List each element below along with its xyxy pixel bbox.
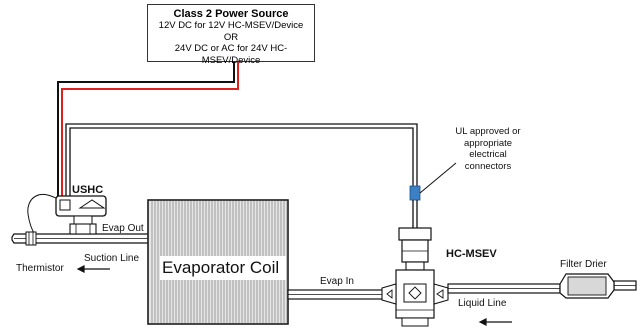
evaporator-coil-label: Evaporator Coil: [160, 256, 286, 280]
electrical-connector: [409, 185, 421, 201]
connectors-note-line-1: UL approved or: [455, 126, 521, 137]
ushc-label: USHC: [72, 184, 104, 196]
flow-arrows: [76, 265, 512, 326]
evap-out-label: Evap Out: [102, 223, 144, 234]
power-source-box: Class 2 Power Source 12V DC for 12V HC-M…: [147, 4, 315, 66]
red-power-wire: [61, 62, 239, 198]
power-source-title: Class 2 Power Source: [173, 8, 289, 20]
power-source-line-3: 24V DC or AC for 24V HC-MSEV/Device: [174, 43, 288, 66]
connectors-note-line-3: electrical: [469, 149, 507, 160]
hc-msev-label: HC-MSEV: [446, 248, 497, 260]
thermistor-clamp: [25, 231, 37, 246]
suction-pipe: [11, 231, 151, 246]
liquid-line-label: Liquid Line: [458, 298, 507, 309]
black-power-wire: [57, 62, 235, 198]
power-source-line-1: 12V DC for 12V HC-MSEV/Device: [158, 20, 304, 31]
hc-msev-valve: [381, 227, 449, 327]
power-source-line-2: OR: [223, 31, 239, 43]
power-wires: [57, 62, 239, 198]
valve-cable: [65, 123, 457, 230]
ushc-device: [55, 195, 107, 235]
thermistor-label: Thermistor: [16, 263, 64, 274]
connectors-note-line-2: appropriate: [463, 137, 513, 149]
evap-in-pipe: [287, 289, 389, 300]
connectors-note: UL approved or appropriate electrical co…: [432, 126, 544, 172]
filter-drier-label: Filter Drier: [560, 259, 607, 270]
suction-line-label: Suction Line: [84, 253, 140, 264]
connectors-note-line-4: connectors: [464, 160, 512, 172]
filter-drier: [559, 273, 615, 299]
evap-in-label: Evap In: [320, 276, 354, 287]
connector-leader-line: [419, 162, 457, 194]
